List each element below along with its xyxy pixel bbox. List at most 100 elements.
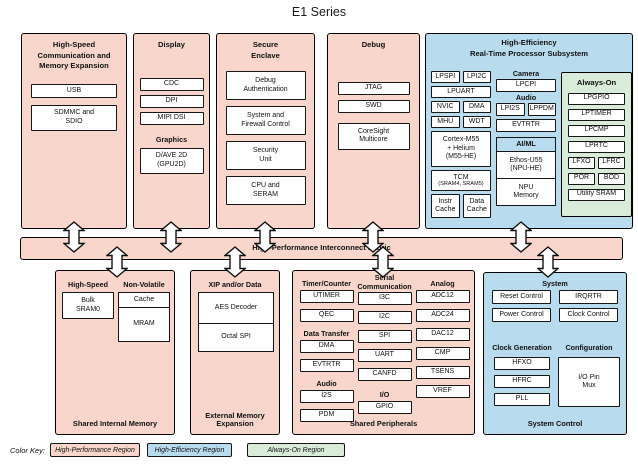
block-footer: External Memory Expansion [205, 410, 265, 429]
box-i3c: I3C [357, 292, 412, 305]
bidirectional-arrow-icon [537, 246, 559, 278]
analog-column: Analog ADC12 ADC24 DAC12 CMP TSENS VREF [415, 271, 470, 398]
box-jtag: JTAG [337, 81, 410, 95]
block-system-control: System Reset Control IRQRTR Power Contro… [483, 272, 627, 435]
block-secure-enclave: Secure Enclave Debug Authentication Syst… [216, 33, 315, 229]
box-octal-spi: Octal SPI [199, 323, 273, 351]
box-wdt: WDT [462, 116, 491, 128]
audio-header: Audio [515, 93, 537, 102]
box-dma: DMA [299, 340, 354, 353]
box-lprtc: LPRTC [568, 140, 625, 153]
box-cdc: CDC [139, 77, 204, 91]
box-bulk-sram0: Bulk SRAM0 [62, 292, 114, 319]
data-transfer-header: Data Transfer [303, 329, 350, 338]
non-volatile-memory-column: Non-Volatile Cache MRAM [118, 280, 170, 342]
box-data-cache: Data Cache [462, 194, 491, 218]
block-title: Secure Enclave [251, 40, 280, 60]
bidirectional-arrow-icon [254, 221, 276, 253]
box-dac12: DAC12 [415, 328, 470, 341]
serial-communication-header: Serial Communication [357, 273, 412, 291]
box-dave2d-gpu: D/AVE 2D (GPU2D) [139, 147, 204, 174]
box-coresight-multicore: CoreSight Multicore [337, 122, 410, 150]
box-adc12: ADC12 [415, 290, 470, 303]
box-mram: MRAM [119, 307, 169, 341]
aiml-group: AI/ML Ethos-U55 (NPU-HE) NPU Memory [496, 137, 556, 206]
box-clock-control: Clock Control [559, 308, 618, 322]
analog-header: Analog [430, 279, 455, 288]
bidirectional-arrow-icon [372, 246, 394, 278]
box-vref: VREF [415, 385, 470, 398]
clock-generation-column: Clock Generation HFXO HFRC PLL [492, 343, 552, 406]
page-title: E1 Series [291, 5, 347, 19]
box-cpu-seram: CPU and SERAM [225, 176, 306, 206]
box-mipi-dsi: MIPI DSI [139, 111, 204, 125]
non-volatile-header: Non-Volatile [123, 280, 165, 289]
system-header: System [542, 279, 568, 288]
box-utility-sram: Utility SRAM [568, 188, 625, 201]
box-reset-control: Reset Control [492, 290, 551, 304]
box-spi: SPI [357, 330, 412, 343]
box-lppdm: LPPDM [527, 103, 556, 116]
he-peripheral-column: Camera LPCPI Audio LPI2S LPPDM EVTRTR AI… [496, 68, 556, 206]
box-hfrc: HFRC [494, 375, 550, 388]
box-cortex-m55: Cortex-M55 + Helium (M55-HE) [431, 131, 491, 167]
box-adc24: ADC24 [415, 309, 470, 322]
key-high-efficiency: High-Efficiency Region [147, 443, 232, 457]
block-high-speed-communication: High-Speed Communication and Memory Expa… [21, 33, 127, 229]
block-external-memory-expansion: XIP and/or Data AES Decoder Octal SPI Ex… [190, 270, 280, 435]
bidirectional-arrow-icon [106, 246, 128, 278]
box-por: POR [568, 172, 595, 185]
configuration-column: Configuration I/O Pin Mux [558, 343, 620, 407]
box-usb: USB [31, 83, 117, 98]
camera-header: Camera [512, 69, 540, 78]
block-footer: Shared Peripherals [349, 419, 418, 429]
box-lfrc: LFRC [598, 156, 625, 169]
box-dma: DMA [462, 101, 491, 113]
box-power-control: Power Control [492, 308, 551, 322]
high-speed-memory-column: High-Speed Bulk SRAM0 [62, 280, 114, 319]
box-tsens: TSENS [415, 366, 470, 379]
bidirectional-arrow-icon [362, 221, 384, 253]
block-title: Debug [361, 40, 386, 49]
block-footer: System Control [527, 419, 583, 429]
box-npu-memory: NPU Memory [497, 178, 555, 205]
box-gpio: GPIO [357, 401, 412, 414]
box-aes-decoder: AES Decoder [214, 303, 258, 311]
box-io-pin-mux: I/O Pin Mux [558, 357, 620, 407]
bidirectional-arrow-icon [510, 221, 532, 253]
box-bod: BOD [598, 172, 625, 185]
box-sdmmc-sdio: SDMMC and SDIO [31, 104, 117, 131]
high-speed-header: High-Speed [68, 280, 108, 289]
tcm-sublabel: (SRAM4, SRAM5) [438, 181, 484, 188]
timer-counter-header: Timer/Counter [302, 279, 351, 288]
box-qec: QEC [299, 309, 354, 322]
color-key-label: Color Key: [10, 446, 46, 455]
box-tcm: TCM (SRAM4, SRAM5) [431, 170, 491, 191]
box-system-firewall-control: System and Firewall Control [225, 106, 306, 136]
always-on-region: Always-On LPGPIO LPTIMER LPCMP LPRTC LFX… [561, 72, 632, 217]
box-security-unit: Security Unit [225, 141, 306, 171]
box-lptimer: LPTIMER [568, 108, 625, 121]
box-pdm: PDM [299, 409, 354, 422]
bidirectional-arrow-icon [160, 221, 182, 253]
box-cmp: CMP [415, 347, 470, 360]
fabric-label: High-Performance Interconnect Fabric [252, 243, 391, 253]
block-title: High-Efficiency Real-Time Processor Subs… [469, 38, 589, 58]
box-lpgpio: LPGPIO [568, 92, 625, 105]
bidirectional-arrow-icon [63, 221, 85, 253]
box-pll: PLL [494, 393, 550, 406]
clock-generation-header: Clock Generation [492, 343, 552, 352]
box-lpcmp: LPCMP [568, 124, 625, 137]
box-lfxo: LFXO [568, 156, 595, 169]
box-lpi2s: LPI2S [496, 103, 525, 116]
box-swd: SWD [337, 99, 410, 113]
box-i2s: I2S [299, 390, 354, 403]
timer-dt-audio-column: Timer/Counter UTIMER QEC Data Transfer D… [299, 271, 354, 422]
box-i2c: I2C [357, 311, 412, 324]
io-header: I/O [379, 390, 390, 399]
cache-mram-group: Cache MRAM [118, 292, 170, 342]
xip-data-header: XIP and/or Data [208, 280, 262, 289]
box-lpi2c: LPI2C [462, 71, 491, 83]
serial-io-column: Serial Communication I3C I2C SPI UART CA… [357, 271, 412, 414]
box-lpspi: LPSPI [431, 71, 460, 83]
